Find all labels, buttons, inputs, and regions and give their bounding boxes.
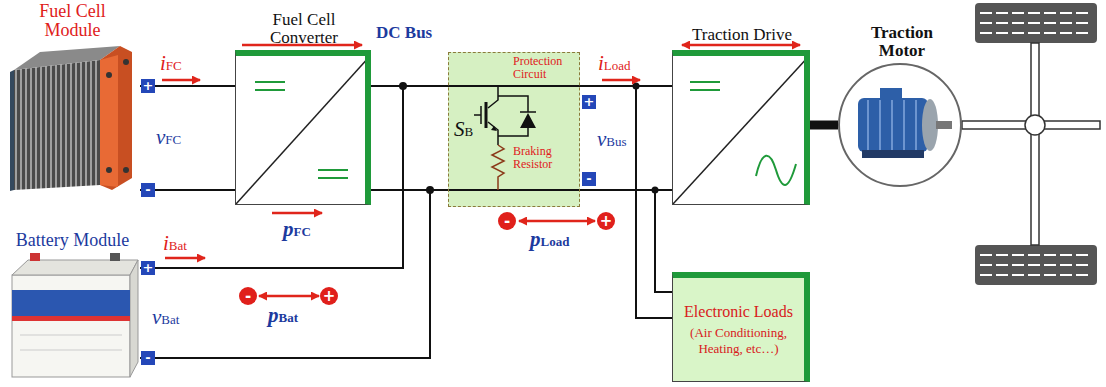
sign-minus: -	[498, 212, 516, 230]
bus-wire	[140, 86, 235, 190]
drive-shaft	[810, 121, 838, 130]
terminal-plus: +	[582, 95, 596, 109]
fuel-cell-module: Fuel Cell Module	[5, 42, 140, 197]
voltage-symbol: vBat	[152, 306, 179, 329]
loads-heading: Electronic Loads	[684, 303, 793, 321]
protection-circuit-drawing	[448, 52, 580, 207]
battery-module: Battery Module	[5, 252, 140, 382]
motor-heading: Traction Motor	[854, 24, 950, 61]
electronic-loads-box: Electronic Loads (Air Conditioning, Heati…	[672, 272, 810, 382]
converter-box: Fuel Cell Converter	[235, 50, 371, 205]
bus-label: DC Bus	[376, 24, 432, 43]
dc-ac-symbol	[673, 56, 809, 204]
wheels-and-axle	[962, 3, 1100, 285]
bus-wire	[140, 86, 448, 358]
power-symbol: pLoad	[530, 228, 569, 251]
sign-plus: +	[597, 212, 615, 230]
power-symbol: pFC	[283, 218, 311, 241]
power-flow-arrows	[162, 45, 800, 296]
switch-label: SB	[454, 118, 473, 141]
terminal-minus: -	[141, 351, 155, 365]
bus-wire	[580, 86, 672, 318]
circuit-label: Protection Circuit	[513, 55, 579, 81]
motor-picture	[840, 65, 960, 185]
bus-wire	[371, 86, 448, 190]
power-symbol: pBat	[268, 304, 298, 327]
junction-dots	[399, 82, 659, 194]
current-symbol: iBat	[163, 232, 187, 255]
current-symbol: iFC	[160, 52, 182, 75]
fuel-cell-stack	[10, 46, 132, 191]
converter-heading: Fuel Cell Converter	[254, 11, 354, 47]
current-symbol: iLoad	[598, 52, 631, 75]
battery-heading: Battery Module	[15, 231, 131, 250]
terminal-minus: -	[141, 183, 155, 197]
traction-drive-box: Traction Drive	[672, 50, 810, 205]
terminal-minus: -	[582, 172, 596, 186]
terminal-plus: +	[141, 261, 155, 275]
sign-plus: +	[320, 287, 338, 305]
drive-heading: Traction Drive	[662, 26, 822, 44]
sign-minus: -	[239, 287, 257, 305]
terminal-plus: +	[141, 79, 155, 93]
battery-picture	[12, 253, 138, 377]
voltage-symbol: vBus	[597, 128, 627, 151]
voltage-symbol: vFC	[156, 126, 181, 149]
bus-wire	[580, 86, 672, 190]
module-heading: Fuel Cell Module	[15, 2, 131, 40]
loads-note: (Air Conditioning, Heating, etc…)	[681, 325, 796, 356]
dc-dc-symbol	[236, 56, 370, 204]
resistor-label: Braking Resistor	[513, 145, 579, 171]
traction-motor: Traction Motor	[838, 63, 962, 187]
